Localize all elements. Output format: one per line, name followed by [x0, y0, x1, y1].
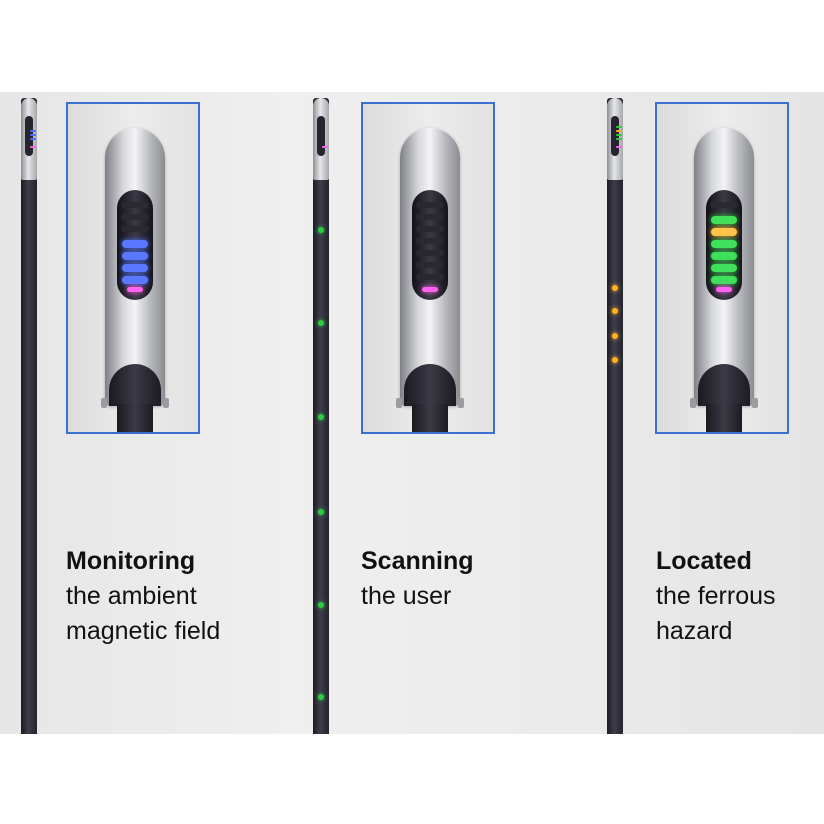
detector-pole-monitoring — [21, 98, 37, 734]
zoom-panel-scanning — [361, 102, 495, 434]
indicator-led — [711, 276, 737, 284]
pole-light — [612, 285, 618, 291]
state-description: the user — [361, 582, 452, 610]
indicator-led — [122, 252, 148, 260]
state-description: the ambient magnetic field — [66, 582, 221, 645]
caption-monitoring: Monitoring the ambient magnetic field — [66, 544, 241, 649]
detector-head-scanning — [396, 128, 464, 408]
tip-light — [127, 287, 143, 292]
indicator-led — [711, 240, 737, 248]
indicator-led — [711, 252, 737, 260]
indicator-window — [706, 190, 742, 300]
indicator-led — [711, 264, 737, 272]
pole-light — [612, 308, 618, 314]
indicator-led — [122, 240, 148, 248]
caption-located: Located the ferrous hazard — [656, 544, 816, 649]
pole-head-scanning — [313, 98, 329, 180]
pole-light — [318, 320, 324, 326]
indicator-led — [122, 276, 148, 284]
tip-light — [716, 287, 732, 292]
detector-pole-located — [607, 98, 623, 734]
state-label: Located — [656, 547, 752, 575]
indicator-window — [117, 190, 153, 300]
pole-light — [318, 227, 324, 233]
indicator-window — [412, 190, 448, 300]
state-label: Monitoring — [66, 547, 196, 575]
state-description: the ferrous hazard — [656, 582, 776, 645]
pole-head-monitoring — [21, 98, 37, 180]
pole-head-located — [607, 98, 623, 180]
zoom-panel-monitoring — [66, 102, 200, 434]
indicator-led — [711, 228, 737, 236]
detector-head-monitoring — [101, 128, 169, 408]
caption-scanning: Scanning the user — [361, 544, 531, 614]
indicator-led — [711, 216, 737, 224]
state-label: Scanning — [361, 547, 474, 575]
pole-light — [318, 509, 324, 515]
indicator-led — [122, 264, 148, 272]
pole-light — [612, 357, 618, 363]
pole-light — [612, 333, 618, 339]
zoom-panel-located — [655, 102, 789, 434]
tip-light — [422, 287, 438, 292]
pole-light — [318, 694, 324, 700]
detector-head-located — [690, 128, 758, 408]
scene: Monitoring the ambient magnetic field Sc… — [0, 92, 824, 734]
pole-light — [318, 602, 324, 608]
pole-light — [318, 414, 324, 420]
